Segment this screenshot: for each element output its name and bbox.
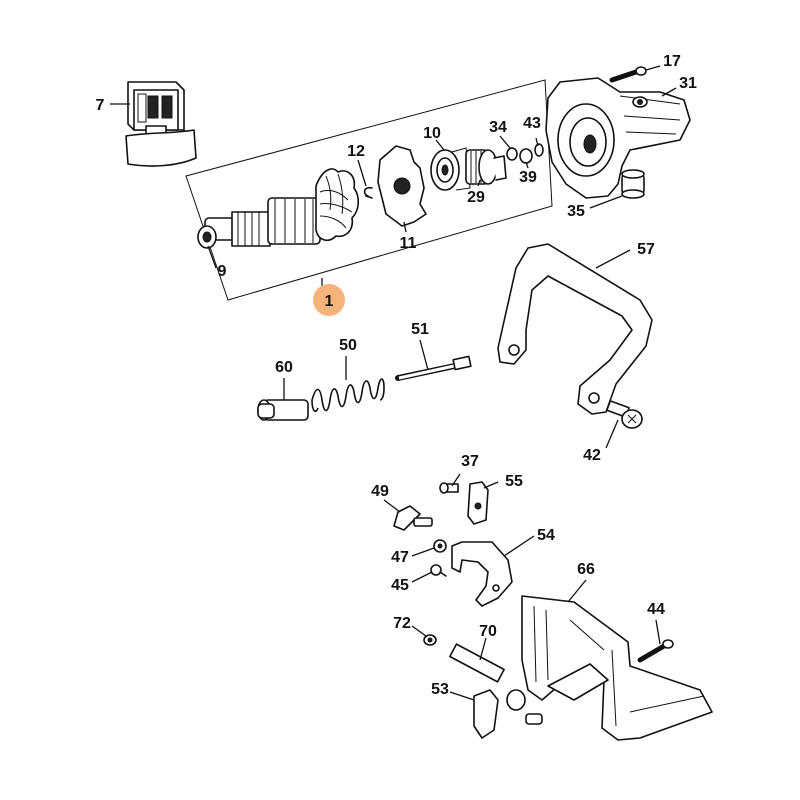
callout-7[interactable]: 7 <box>96 97 105 114</box>
part-base-frame-66[interactable] <box>521 595 713 741</box>
highlight-marker[interactable] <box>313 284 345 316</box>
callout-70[interactable]: 70 <box>479 623 497 640</box>
leader-lines <box>110 65 677 701</box>
callout-53[interactable]: 53 <box>431 681 449 698</box>
callout-60[interactable]: 60 <box>275 359 293 376</box>
part-adjust-screw-70[interactable] <box>449 643 543 725</box>
callout-54[interactable]: 54 <box>537 527 555 544</box>
callout-57[interactable]: 57 <box>637 241 655 258</box>
callout-29[interactable]: 29 <box>467 189 485 206</box>
part-rod[interactable] <box>395 355 472 381</box>
callout-72[interactable]: 72 <box>393 615 411 632</box>
callout-49[interactable]: 49 <box>371 483 389 500</box>
part-ball-bearing[interactable] <box>430 147 471 191</box>
part-clamp-55[interactable] <box>467 481 489 525</box>
armature-assembly-group <box>185 79 553 301</box>
part-motor-housing[interactable] <box>545 77 691 199</box>
part-screw-45[interactable] <box>430 564 447 577</box>
part-switch[interactable] <box>125 81 197 167</box>
part-spring[interactable] <box>311 378 385 413</box>
callout-17[interactable]: 17 <box>663 53 681 70</box>
callout-43[interactable]: 43 <box>523 115 541 132</box>
part-clip-53[interactable] <box>473 689 499 739</box>
part-retaining-ring[interactable] <box>519 148 533 164</box>
callout-55[interactable]: 55 <box>505 473 523 490</box>
part-screw[interactable] <box>609 66 647 83</box>
part-bushing[interactable] <box>621 169 645 199</box>
part-screw-44[interactable] <box>637 639 674 663</box>
part-washer-47[interactable] <box>433 539 447 553</box>
callout-1[interactable]: 1 <box>325 293 334 310</box>
armature-assembly-outline <box>185 79 553 301</box>
callout-37[interactable]: 37 <box>461 453 479 470</box>
part-circlip[interactable] <box>534 143 544 157</box>
callout-11[interactable]: 11 <box>400 235 417 252</box>
part-knob-49[interactable] <box>393 505 433 531</box>
part-washer[interactable] <box>506 147 518 161</box>
part-bushing-60[interactable] <box>257 399 309 421</box>
part-screw-handle[interactable] <box>606 400 643 429</box>
callout-51[interactable]: 51 <box>411 321 429 338</box>
callout-31[interactable]: 31 <box>679 75 697 92</box>
part-guide-plate-54[interactable] <box>451 541 513 607</box>
callout-66[interactable]: 66 <box>577 561 595 578</box>
part-armature[interactable] <box>197 168 360 249</box>
callout-47[interactable]: 47 <box>391 549 409 566</box>
callout-35[interactable]: 35 <box>567 203 585 220</box>
callout-9[interactable]: 9 <box>218 263 227 280</box>
callout-44[interactable]: 44 <box>647 601 665 618</box>
part-snap-ring[interactable] <box>363 186 373 199</box>
part-pinion-gear[interactable] <box>465 149 507 185</box>
part-handle[interactable] <box>497 243 653 415</box>
callout-34[interactable]: 34 <box>489 119 507 136</box>
part-screw-37[interactable] <box>439 482 459 494</box>
callout-45[interactable]: 45 <box>391 577 409 594</box>
callout-10[interactable]: 10 <box>423 125 441 142</box>
callout-50[interactable]: 50 <box>339 337 357 354</box>
callout-12[interactable]: 12 <box>347 143 365 160</box>
callout-42[interactable]: 42 <box>583 447 601 464</box>
part-washer-72[interactable] <box>423 634 437 646</box>
callout-39[interactable]: 39 <box>519 169 537 186</box>
